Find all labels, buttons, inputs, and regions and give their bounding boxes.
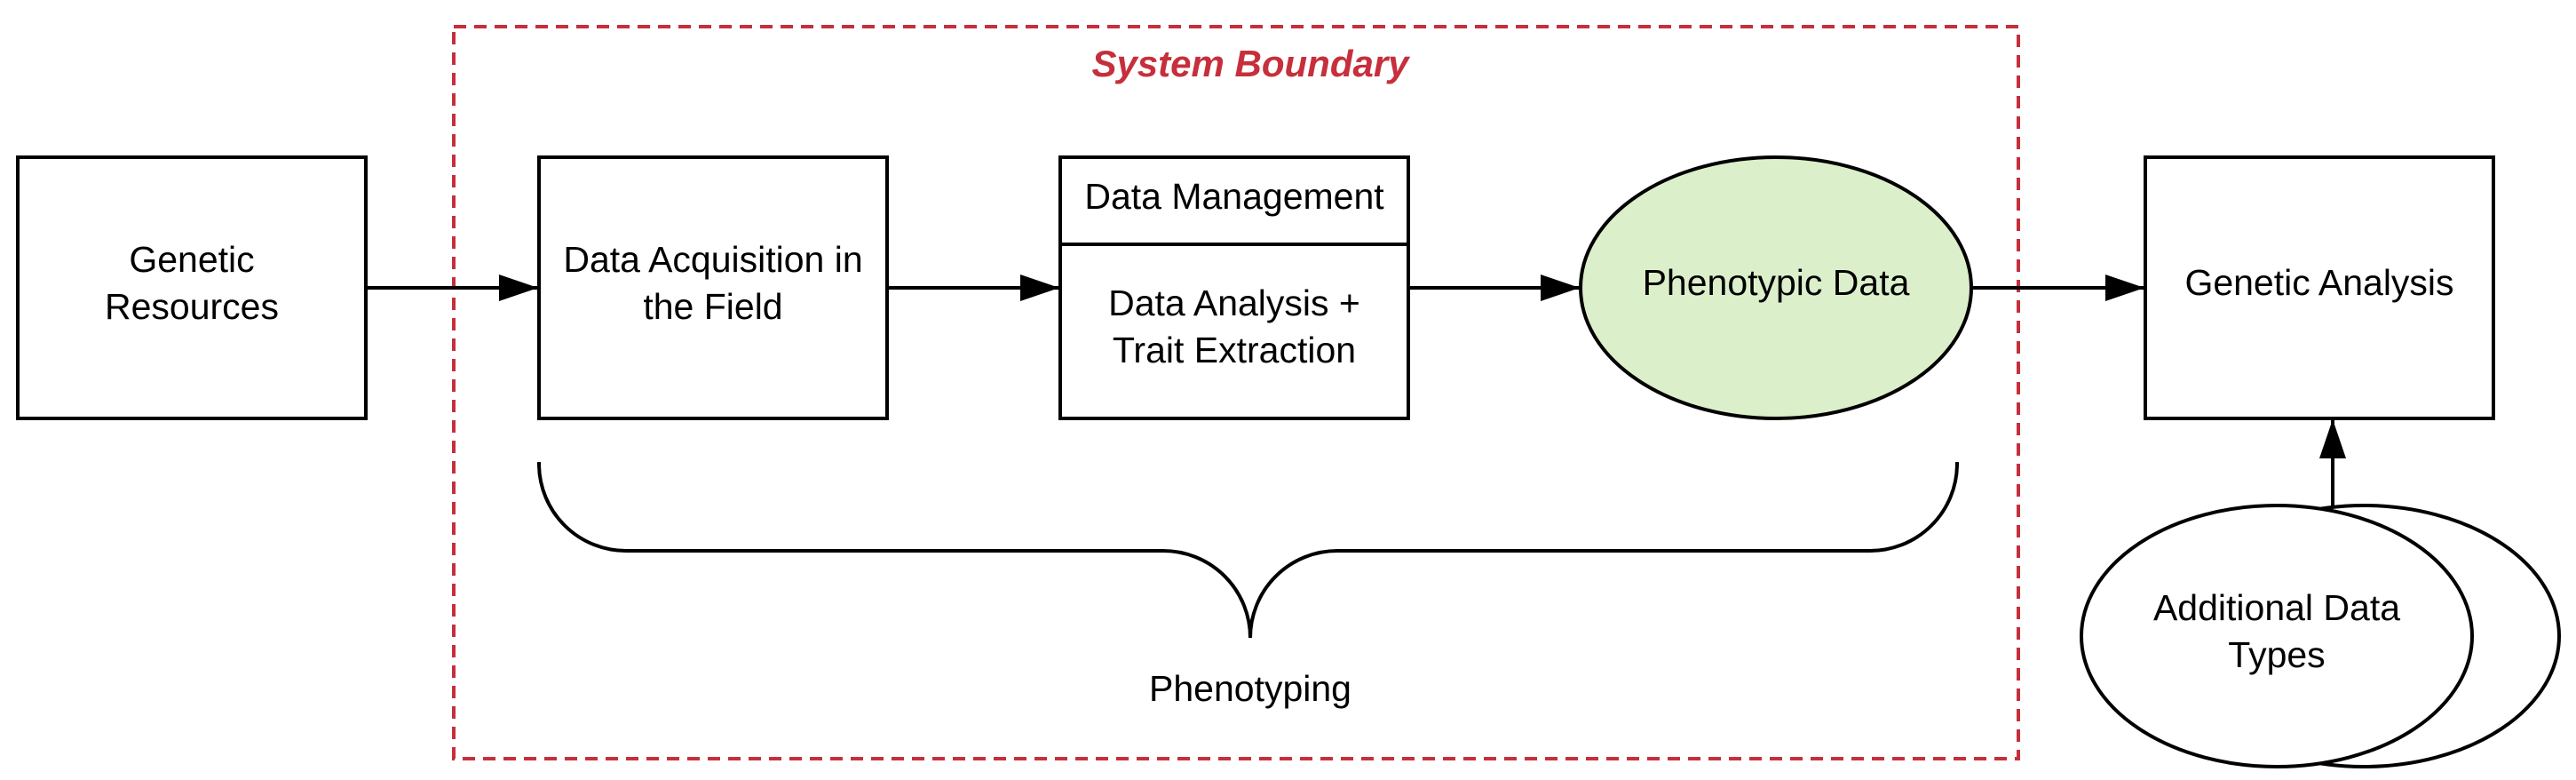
additional-data-label-line1: Additional Data bbox=[2153, 587, 2400, 628]
genetic-resources-box bbox=[16, 155, 368, 420]
data-analysis-label-line2: Trait Extraction bbox=[1113, 330, 1356, 370]
phenotyping-brace bbox=[537, 462, 1959, 639]
genetic-analysis-label: Genetic Analysis bbox=[2184, 262, 2453, 303]
data-acquisition-label-line1: Data Acquisition in bbox=[563, 239, 862, 280]
system-boundary-title: System Boundary bbox=[1091, 43, 1411, 84]
data-acquisition-label-line2: the Field bbox=[643, 286, 782, 327]
genetic-resources-label-line2: Resources bbox=[105, 286, 279, 327]
phenotypic-data-label: Phenotypic Data bbox=[1643, 262, 1910, 303]
genetic-resources-label-line1: Genetic bbox=[129, 239, 254, 280]
node-data-acquisition[interactable]: Data Acquisition in the Field bbox=[537, 155, 889, 420]
additional-data-front-ellipse bbox=[2080, 504, 2474, 768]
additional-data-label-line2: Types bbox=[2228, 634, 2325, 675]
phenotyping-label: Phenotyping bbox=[1149, 668, 1351, 709]
data-acquisition-box bbox=[537, 155, 889, 420]
node-genetic-analysis[interactable]: Genetic Analysis bbox=[2144, 155, 2495, 420]
system-boundary bbox=[452, 25, 2020, 760]
data-analysis-label-line1: Data Analysis + bbox=[1108, 283, 1360, 323]
node-phenotypic-data[interactable]: Phenotypic Data bbox=[1579, 155, 1973, 420]
node-data-management[interactable]: Data Management Data Analysis + Trait Ex… bbox=[1058, 155, 1410, 420]
node-additional-data-types[interactable]: Additional Data Types bbox=[2080, 504, 2561, 768]
data-management-header: Data Management bbox=[1084, 176, 1384, 217]
node-genetic-resources[interactable]: Genetic Resources bbox=[16, 155, 368, 420]
data-management-box bbox=[1058, 155, 1410, 420]
genetic-analysis-box bbox=[2144, 155, 2495, 420]
